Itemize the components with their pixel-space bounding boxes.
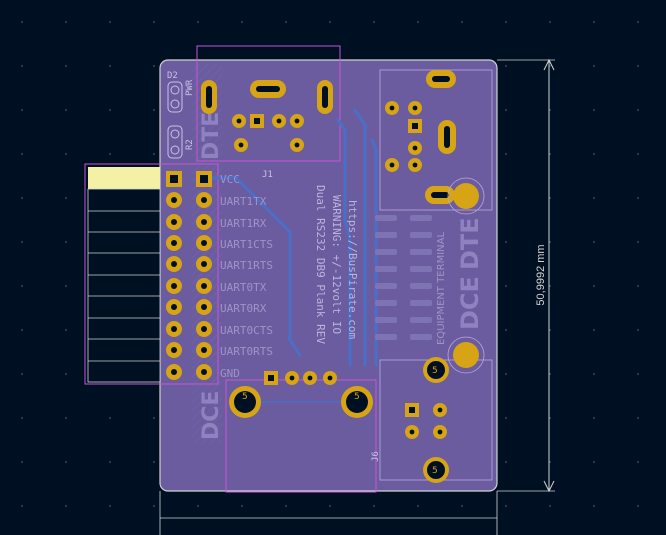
silk-line-1: Dual RS232 DB9 Plank REV xyxy=(314,185,327,344)
pin-label-uart1tx: UART1TX xyxy=(220,195,267,208)
db9-upper-pads[interactable] xyxy=(385,70,485,374)
pin-label-uart1rx: UART1RX xyxy=(220,217,267,230)
pin-label-uart0tx: UART0TX xyxy=(220,281,267,294)
j6-pads[interactable] xyxy=(229,371,373,418)
pin-label-uart1rts: UART1RTS xyxy=(220,259,273,272)
header-label-column xyxy=(87,167,161,383)
pin-label-uart0cts: UART0CTS xyxy=(220,324,273,337)
pin-label-uart0rts: UART0RTS xyxy=(220,345,273,358)
pin-label-uart1cts: UART1CTS xyxy=(220,238,273,251)
component-labels: D2 PWR R2 J1 J6 xyxy=(167,71,381,462)
label-dce-right: DCE xyxy=(456,276,484,330)
pin-label-vcc: VCC xyxy=(220,173,240,186)
label-dte-right: DTE xyxy=(456,217,484,270)
svg-text:5: 5 xyxy=(242,392,248,402)
dimension-label: 50,9992 mm xyxy=(535,244,547,305)
resistor-r2[interactable] xyxy=(167,125,183,159)
dimension-marker[interactable] xyxy=(497,58,555,493)
db9-lower-pin5-labels: 5 5 xyxy=(432,366,438,476)
silk-text-block: Dual RS232 DB9 Plank REV WARNING: +/-12v… xyxy=(314,185,359,344)
svg-text:5: 5 xyxy=(354,392,360,402)
big-silk-labels: DTE DCE DCE DTE xyxy=(199,112,484,440)
label-equipment-terminal: EQUIPMENT TERMINAL xyxy=(436,232,447,345)
label-dte-left: DTE xyxy=(199,112,224,160)
courtyard-j6 xyxy=(225,379,377,493)
label-j6: J6 xyxy=(371,451,381,462)
led-d2[interactable] xyxy=(167,81,183,113)
label-r2: R2 xyxy=(185,139,195,150)
db9-lower-pads[interactable] xyxy=(405,357,449,483)
header-pins[interactable] xyxy=(166,171,212,380)
label-dce-left: DCE xyxy=(199,391,224,440)
silk-line-3: https://BusPirate.com xyxy=(346,200,359,339)
track-group[interactable] xyxy=(202,108,378,403)
pin-label-gnd: GND xyxy=(220,367,240,380)
side-strip xyxy=(192,64,222,444)
svg-text:5: 5 xyxy=(432,466,438,476)
pin-label-uart0rx: UART0RX xyxy=(220,302,267,315)
label-d2: D2 xyxy=(167,71,178,81)
silk-line-2: WARNING: +/-12volt IO xyxy=(330,195,343,334)
smd-footprints xyxy=(375,215,432,340)
header-pin-labels: VCC UART1TX UART1RX UART1CTS UART1RTS UA… xyxy=(220,173,273,380)
j1-mount-pads[interactable] xyxy=(201,80,333,114)
label-pwr: PWR xyxy=(185,79,195,96)
svg-text:5: 5 xyxy=(432,366,438,376)
label-j1: J1 xyxy=(262,170,273,180)
j1-pins[interactable] xyxy=(232,114,304,152)
j6-pin5-labels: 5 5 xyxy=(242,392,360,402)
